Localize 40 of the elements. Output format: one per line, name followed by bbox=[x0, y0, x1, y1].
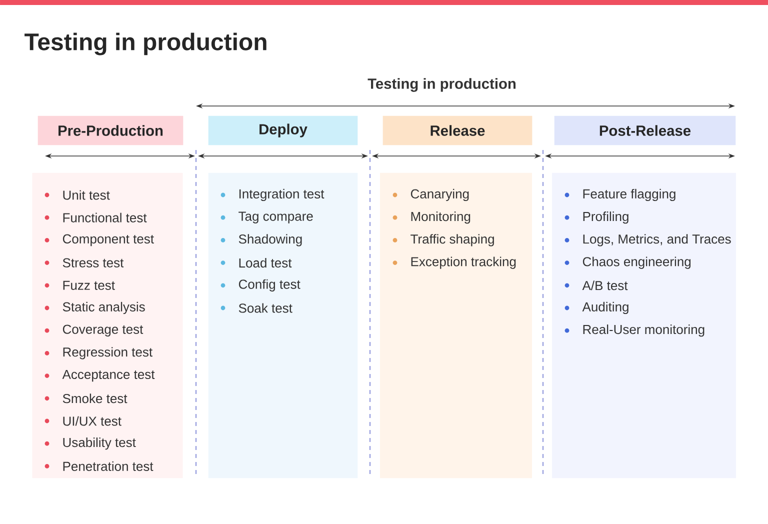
list-item: Tag compare bbox=[220, 212, 313, 224]
list-panel bbox=[380, 172, 532, 478]
list-item: Fuzz test bbox=[44, 280, 115, 290]
list-item: Smoke test bbox=[44, 394, 128, 404]
list-item: Regression test bbox=[44, 347, 152, 360]
span-label: Testing in production bbox=[368, 78, 516, 92]
list-item: Functional test bbox=[44, 212, 147, 222]
list-item: Soak test bbox=[220, 303, 292, 313]
list-item: Feature flagging bbox=[564, 188, 676, 202]
list-item: Stress test bbox=[44, 258, 124, 268]
list-panel bbox=[32, 172, 183, 478]
list-item: Component test bbox=[44, 234, 154, 246]
list-item: Auditing bbox=[564, 302, 628, 314]
list-item: Profiling bbox=[564, 212, 628, 224]
list-item: Integration test bbox=[220, 188, 324, 202]
list-item: Load test bbox=[220, 258, 292, 268]
list-item: Static analysis bbox=[44, 302, 145, 314]
list-item: Shadowing bbox=[220, 234, 302, 246]
list-item: Config test bbox=[220, 279, 300, 292]
stage-header: Deploy bbox=[208, 116, 358, 146]
list-panel bbox=[208, 172, 358, 478]
list-item: Coverage test bbox=[44, 324, 144, 336]
list-item: Canarying bbox=[392, 188, 469, 202]
list-item: Penetration test bbox=[44, 461, 154, 471]
list-item: UI/UX test bbox=[44, 416, 122, 426]
list-item: Unit test bbox=[44, 190, 110, 200]
title: Testing in production bbox=[24, 32, 266, 56]
list-item: Monitoring bbox=[392, 212, 470, 224]
list-item: A/B test bbox=[564, 280, 628, 290]
stage-header: Post-Release bbox=[554, 116, 736, 146]
list-item: Real-User monitoring bbox=[564, 324, 704, 337]
list-item: Logs, Metrics, and Traces bbox=[564, 234, 731, 246]
list-item: Usability test bbox=[44, 438, 136, 450]
list-item: Chaos engineering bbox=[564, 256, 691, 269]
list-item: Acceptance test bbox=[44, 370, 155, 382]
list-item: Exception tracking bbox=[392, 256, 516, 269]
list-panel bbox=[552, 172, 736, 478]
stage-header: Pre-Production bbox=[38, 116, 184, 146]
list-item: Traffic shaping bbox=[392, 234, 494, 246]
stage-header: Release bbox=[382, 116, 532, 146]
